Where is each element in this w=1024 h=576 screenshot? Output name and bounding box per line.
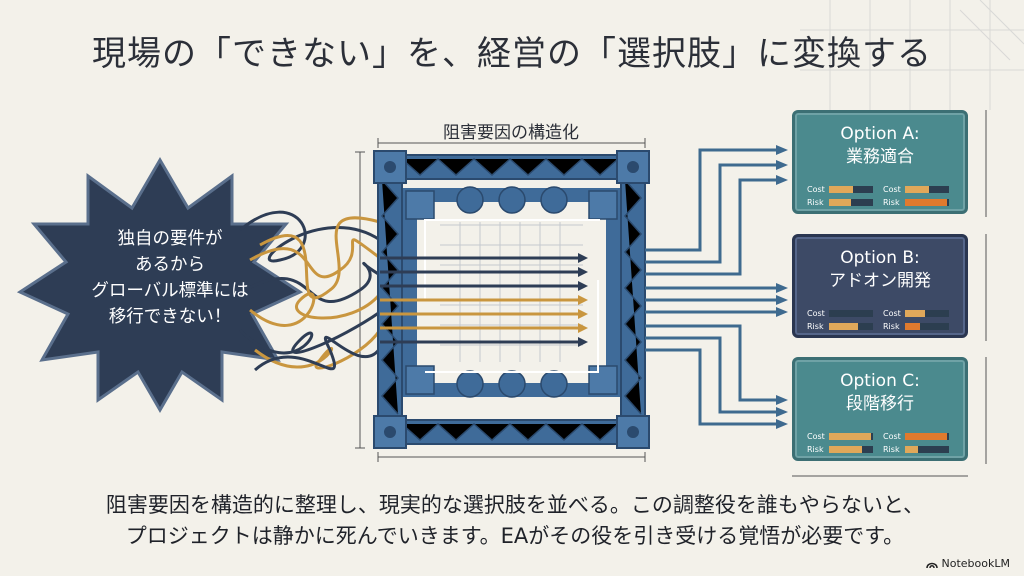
- metric-risk: Risk: [883, 321, 955, 333]
- metric-bar: [829, 186, 873, 193]
- output-arrows: [645, 148, 778, 426]
- metric-bar-fill: [829, 186, 854, 193]
- metric-bar: [905, 186, 949, 193]
- option-a-name: 業務適合: [846, 147, 914, 167]
- option-a-label: Option A:: [840, 124, 920, 144]
- organized-lines: [380, 253, 588, 347]
- metric-bar-fill: [905, 446, 919, 453]
- metric-risk: Risk: [807, 197, 879, 209]
- metric-bar: [905, 433, 949, 440]
- metric-bar: [829, 323, 873, 330]
- metric-label: Risk: [807, 445, 824, 454]
- slide-title: 現場の「できない」を、経営の「選択肢」に変換する: [92, 34, 932, 74]
- metric-bar-fill: [905, 323, 921, 330]
- metric-label: Risk: [883, 322, 900, 331]
- notebooklm-logo-icon: [925, 562, 938, 568]
- metric-bar-fill: [829, 323, 858, 330]
- metric-cost: Cost: [883, 184, 955, 196]
- caption-line-2: プロジェクトは静かに死んでいきます。EAがその役を引き受ける覚悟が必要です。: [125, 524, 905, 548]
- tangled-wires: [238, 210, 382, 372]
- metric-bar: [829, 199, 873, 206]
- metric-label: Risk: [807, 322, 824, 331]
- metric-risk: Risk: [883, 197, 955, 209]
- dimension-lines: [355, 110, 987, 477]
- metric-bar-fill: [829, 433, 871, 440]
- output-arrowheads: [776, 145, 788, 429]
- metric-label: Cost: [883, 309, 901, 318]
- metric-bar: [829, 446, 873, 453]
- metric-bar: [905, 446, 949, 453]
- option-b-name: アドオン開発: [829, 271, 931, 291]
- metric-risk: Risk: [807, 444, 879, 456]
- caption-line-1: 阻害要因を構造的に整理し、現実的な選択肢を並べる。この調整役を誰もやらないと、: [105, 493, 925, 517]
- metric-risk: Risk: [883, 444, 955, 456]
- metric-bar-fill: [829, 199, 851, 206]
- metric-cost: Cost: [807, 308, 879, 320]
- metric-label: Risk: [883, 198, 900, 207]
- metric-bar-fill: [829, 446, 862, 453]
- problem-starburst: [16, 157, 304, 413]
- option-a-title: Option A: 業務適合: [795, 123, 965, 169]
- option-c-label: Option C:: [840, 371, 920, 391]
- metric-risk: Risk: [807, 321, 879, 333]
- brand-label: NotebookLM: [941, 557, 1010, 570]
- slide-caption: 阻害要因を構造的に整理し、現実的な選択肢を並べる。この調整役を誰もやらないと、 …: [40, 490, 990, 552]
- metric-bar-fill: [905, 310, 925, 317]
- option-c-title: Option C: 段階移行: [795, 370, 965, 416]
- option-b-title: Option B: アドオン開発: [795, 247, 965, 293]
- metric-bar-fill: [905, 186, 930, 193]
- metric-bar-fill: [905, 199, 947, 206]
- brand-badge: NotebookLM: [925, 557, 1010, 570]
- metric-cost: Cost: [883, 308, 955, 320]
- metric-label: Cost: [807, 432, 825, 441]
- metric-label: Cost: [883, 432, 901, 441]
- metric-cost: Cost: [883, 431, 955, 443]
- option-b-label: Option B:: [840, 248, 920, 268]
- metric-bar: [905, 323, 949, 330]
- metric-cost: Cost: [807, 431, 879, 443]
- metric-bar: [829, 310, 873, 317]
- metric-label: Risk: [883, 445, 900, 454]
- metric-label: Cost: [807, 309, 825, 318]
- metric-bar: [905, 310, 949, 317]
- metric-label: Risk: [807, 198, 824, 207]
- metric-bar: [829, 433, 873, 440]
- metric-label: Cost: [883, 185, 901, 194]
- metric-label: Cost: [807, 185, 825, 194]
- frame-label: 阻害要因の構造化: [443, 123, 579, 143]
- burst-text: 独自の要件が あるから グローバル標準には 移行できない！: [91, 229, 249, 327]
- metric-cost: Cost: [807, 184, 879, 196]
- option-c-name: 段階移行: [846, 394, 914, 414]
- metric-bar-fill: [905, 433, 947, 440]
- metric-bar: [905, 199, 949, 206]
